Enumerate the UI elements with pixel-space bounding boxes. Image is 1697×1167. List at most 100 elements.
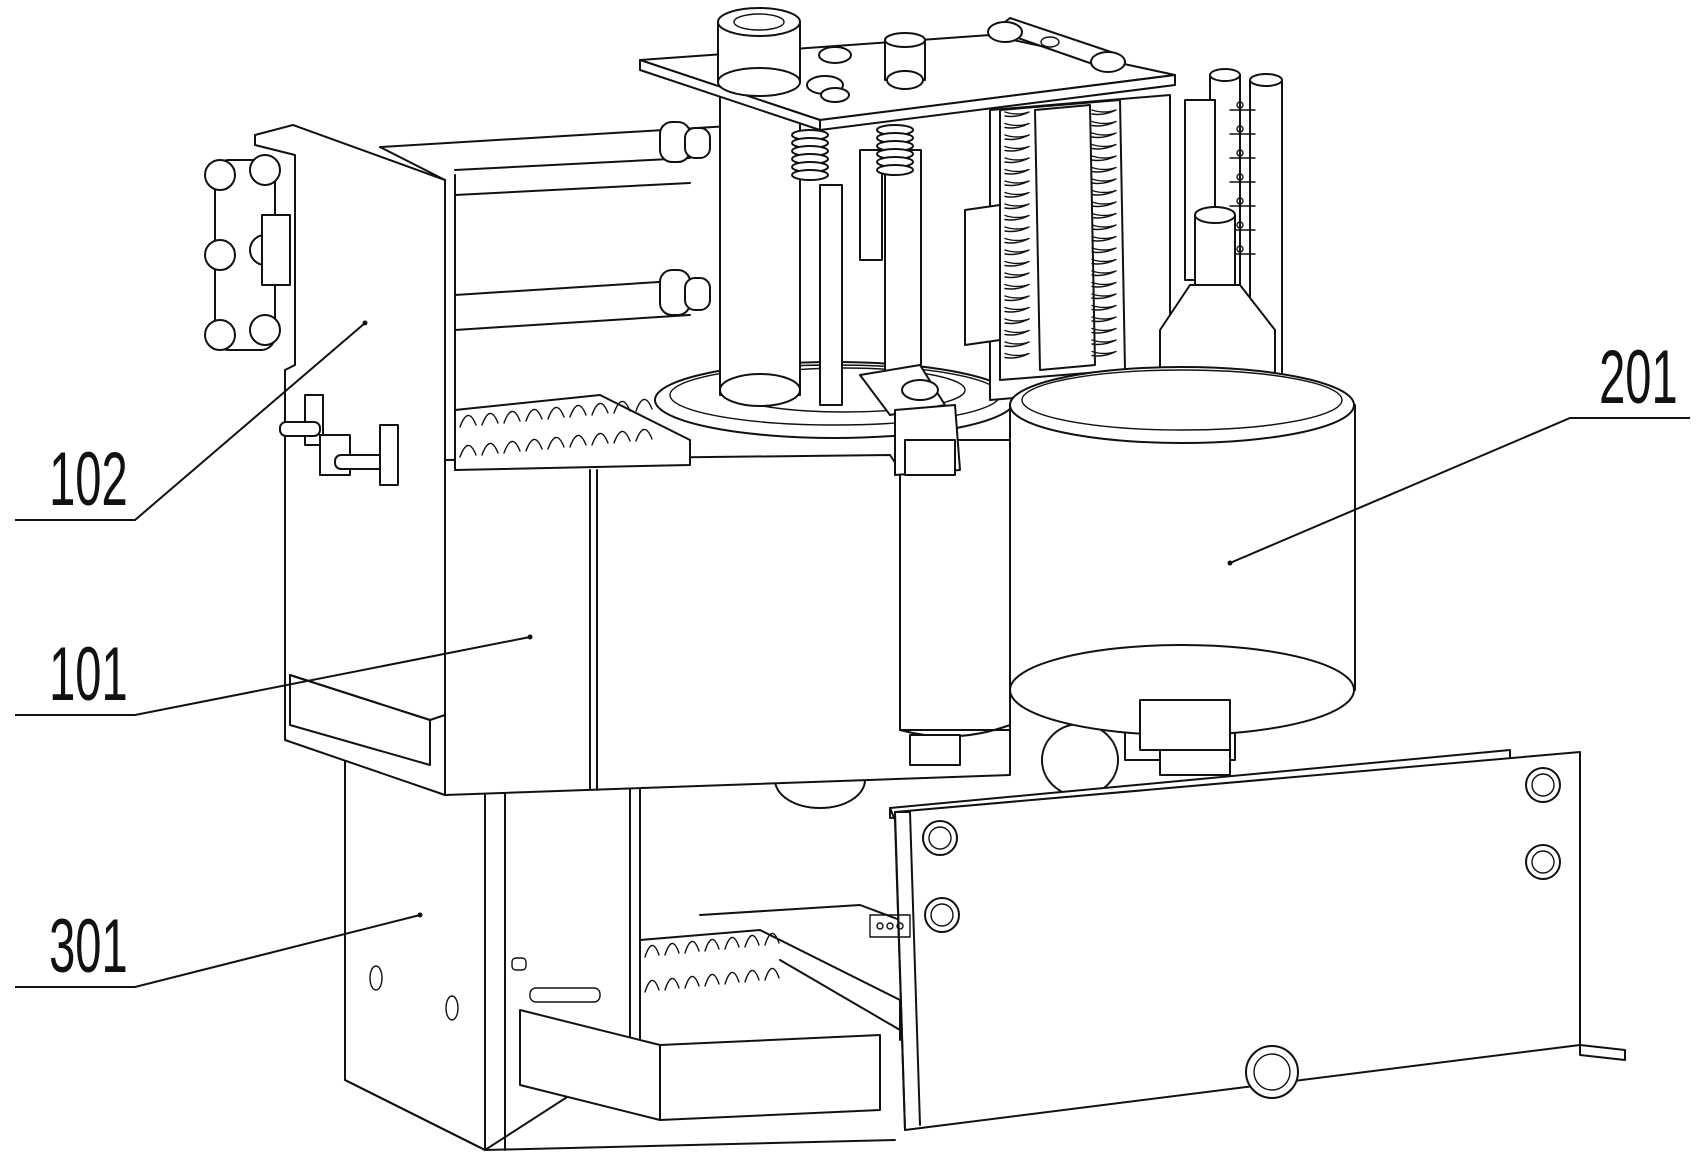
spring-coil bbox=[791, 169, 829, 181]
cylinder-tank-201 bbox=[1009, 366, 1356, 776]
rack-tooth bbox=[1091, 327, 1117, 334]
screw-coil bbox=[569, 404, 587, 418]
rack-tooth bbox=[1004, 111, 1030, 118]
rack-tooth bbox=[1004, 260, 1030, 267]
screw-coil bbox=[481, 442, 499, 456]
screw-coil bbox=[525, 438, 543, 452]
vertical-frame bbox=[964, 94, 1171, 401]
spring-coil bbox=[876, 164, 914, 176]
rack-tooth bbox=[1091, 120, 1117, 127]
cylinder-middle bbox=[899, 439, 1011, 766]
rack-tooth bbox=[1091, 350, 1117, 357]
top-plate bbox=[639, 7, 1176, 131]
rack-tooth bbox=[1004, 145, 1030, 152]
screw-coil bbox=[613, 430, 631, 444]
rack-tooth bbox=[1004, 157, 1030, 164]
screw-coil bbox=[704, 938, 720, 952]
rack-tooth bbox=[1004, 226, 1030, 233]
rack-tooth bbox=[1091, 143, 1117, 150]
guide-rods bbox=[659, 121, 711, 316]
leader-201 bbox=[1227, 417, 1690, 566]
rack-tooth bbox=[1004, 134, 1030, 141]
terminal-screw bbox=[1236, 125, 1244, 133]
terminal-screw bbox=[1236, 101, 1244, 109]
screw-coil bbox=[724, 971, 740, 985]
upper-screw-conveyor bbox=[454, 394, 691, 471]
springs bbox=[791, 124, 914, 181]
terminal-screw bbox=[1236, 149, 1244, 157]
rack-tooth bbox=[1091, 224, 1117, 231]
terminal-screw bbox=[1236, 197, 1244, 205]
crank-arm bbox=[859, 364, 961, 476]
screw-coil bbox=[459, 444, 477, 458]
label-101: 101 bbox=[49, 633, 128, 717]
screw-coil bbox=[503, 410, 521, 424]
screw-coil bbox=[547, 406, 565, 420]
rack-tooth bbox=[1091, 281, 1117, 288]
rack-tooth bbox=[1091, 258, 1117, 265]
screw-coil bbox=[644, 979, 660, 993]
screw-coil bbox=[569, 434, 587, 448]
rack-tooth bbox=[1004, 168, 1030, 175]
rack-tooth bbox=[1004, 203, 1030, 210]
rack-tooth bbox=[1091, 166, 1117, 173]
rack-tooth bbox=[1004, 352, 1030, 359]
screw-coil bbox=[547, 436, 565, 450]
rack-tooth bbox=[1004, 191, 1030, 198]
rack-tooth bbox=[1004, 272, 1030, 279]
rack-tooth bbox=[1091, 189, 1117, 196]
rack-tooth bbox=[1004, 180, 1030, 187]
rack-tooth bbox=[1091, 339, 1117, 346]
terminal-screw bbox=[1236, 173, 1244, 181]
screw-coil bbox=[503, 440, 521, 454]
screw-coil bbox=[724, 936, 740, 950]
upper-screw-coils bbox=[459, 398, 653, 458]
rack-tooth bbox=[1004, 306, 1030, 313]
terminal-screw bbox=[1236, 245, 1244, 253]
rack-tooth bbox=[1004, 283, 1030, 290]
rack-tooth bbox=[1091, 212, 1117, 219]
rack-tooth bbox=[1091, 201, 1117, 208]
rack-tooth bbox=[1004, 122, 1030, 129]
terminal-screw bbox=[1236, 221, 1244, 229]
rack-tooth bbox=[1091, 304, 1117, 311]
rack-tooth bbox=[1004, 249, 1030, 256]
rack-tooth bbox=[1004, 295, 1030, 302]
rack-tooth bbox=[1091, 235, 1117, 242]
leader-301 bbox=[15, 912, 423, 988]
screw-coil bbox=[764, 932, 780, 946]
base-screw-conveyor bbox=[644, 932, 780, 993]
label-201: 201 bbox=[1599, 336, 1678, 420]
front-panel-plate bbox=[869, 749, 1626, 1131]
screw-coil bbox=[481, 412, 499, 426]
screw-coil bbox=[591, 432, 609, 446]
screw-coil bbox=[704, 973, 720, 987]
gear-rack bbox=[1004, 109, 1117, 359]
screw-coil bbox=[525, 408, 543, 422]
label-102: 102 bbox=[49, 438, 128, 522]
screw-coil bbox=[459, 414, 477, 428]
rack-tooth bbox=[1091, 270, 1117, 277]
screw-coil bbox=[664, 942, 680, 956]
screw-coil bbox=[764, 967, 780, 981]
screw-coil bbox=[744, 934, 760, 948]
screw-coil bbox=[684, 940, 700, 954]
screw-coil bbox=[744, 969, 760, 983]
side-latches bbox=[279, 394, 399, 486]
rack-tooth bbox=[1004, 329, 1030, 336]
rack-tooth bbox=[1004, 237, 1030, 244]
screw-coil bbox=[644, 944, 660, 958]
rack-tooth bbox=[1091, 132, 1117, 139]
rack-tooth bbox=[1091, 293, 1117, 300]
leader-102 bbox=[15, 320, 368, 521]
rack-tooth bbox=[1091, 247, 1117, 254]
leader-101 bbox=[15, 634, 533, 716]
rack-tooth bbox=[1004, 214, 1030, 221]
label-301: 301 bbox=[49, 905, 128, 989]
rack-tooth bbox=[1004, 341, 1030, 348]
rack-tooth bbox=[1091, 178, 1117, 185]
screw-coil bbox=[591, 402, 609, 416]
rack-tooth bbox=[1091, 109, 1117, 116]
side-bracket bbox=[204, 154, 291, 351]
